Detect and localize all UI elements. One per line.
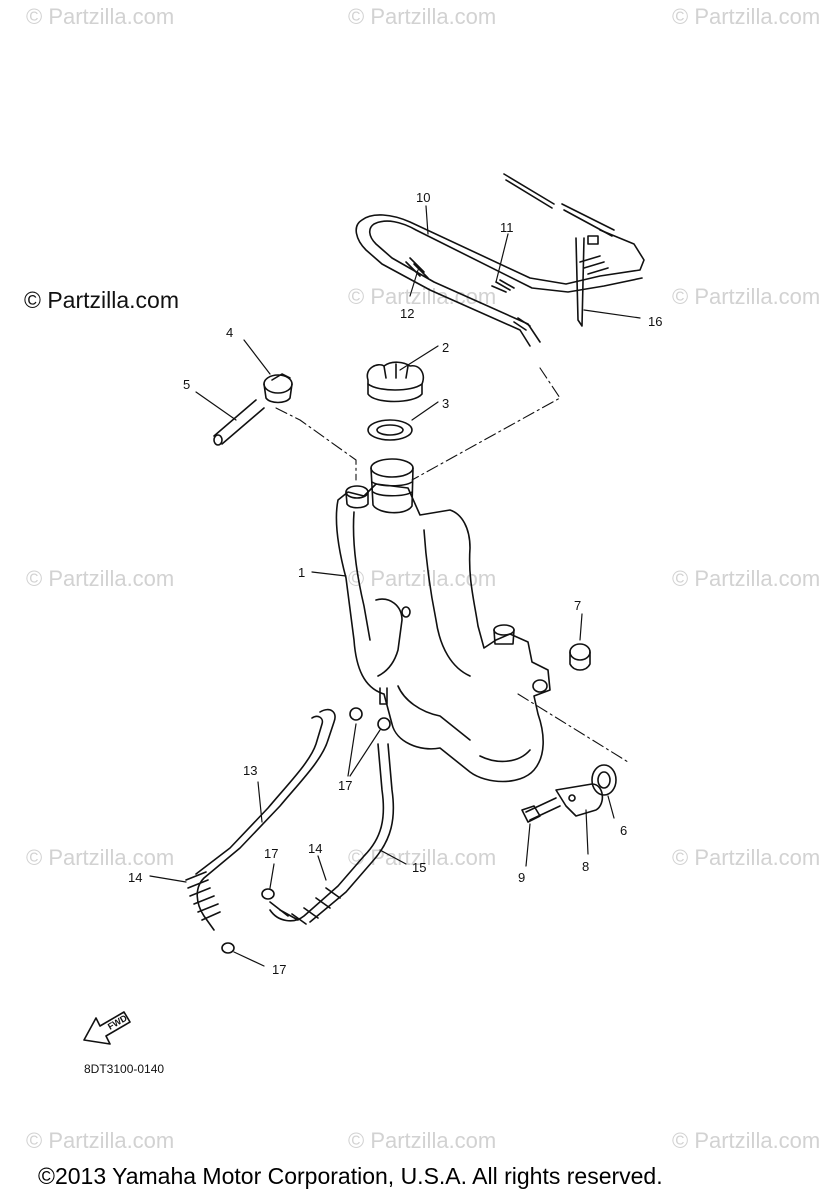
callout-7: 7: [574, 598, 581, 613]
callout-17: 17: [272, 962, 286, 977]
callout-8: 8: [582, 859, 589, 874]
partzilla-logo-text: © Partzilla.com: [24, 287, 179, 313]
copyright-notice: ©2013 Yamaha Motor Corporation, U.S.A. A…: [38, 1163, 663, 1189]
callout-6: 6: [620, 823, 627, 838]
callout-1: 1: [298, 565, 305, 580]
hose-15: [269, 743, 395, 925]
cap-gasket: [367, 419, 413, 441]
reservoir-cap: [366, 361, 425, 403]
callout-5: 5: [183, 377, 190, 392]
watermark: © Partzilla.com: [348, 845, 497, 870]
callout-17: 17: [264, 846, 278, 861]
breather-pipe: [575, 237, 585, 327]
short-pipe: [213, 399, 265, 446]
watermark: © Partzilla.com: [26, 1128, 175, 1153]
hose-clamps: [221, 707, 391, 954]
callout-15: 15: [412, 860, 426, 875]
callout-numbers: 1 2 3 4 5 6 7 8 9 10 11 12 13 14 14 15 1…: [128, 190, 662, 977]
callout-4: 4: [226, 325, 233, 340]
watermark: © Partzilla.com: [348, 4, 497, 29]
fwd-arrow-icon: [83, 1011, 131, 1045]
callout-17: 17: [338, 778, 352, 793]
callout-16: 16: [648, 314, 662, 329]
grommet: [569, 643, 591, 671]
watermark: © Partzilla.com: [26, 566, 175, 591]
breather-cap: [263, 373, 293, 404]
assembly-lines: [275, 367, 629, 763]
bolt: [521, 797, 561, 823]
hose-13: [185, 708, 336, 931]
callout-11: 11: [500, 220, 514, 235]
callout-9: 9: [518, 870, 525, 885]
callout-14: 14: [308, 841, 322, 856]
watermark: © Partzilla.com: [26, 4, 175, 29]
coolant-reservoir-tank: [335, 458, 551, 783]
bracket: [555, 783, 604, 817]
diagram-code: 8DT3100-0140: [84, 1062, 165, 1076]
callout-2: 2: [442, 340, 449, 355]
callout-12: 12: [400, 306, 414, 321]
callout-13: 13: [243, 763, 257, 778]
watermark: © Partzilla.com: [672, 845, 821, 870]
watermark: © Partzilla.com: [348, 284, 497, 309]
leader-lines: [149, 205, 641, 967]
watermark: © Partzilla.com: [672, 4, 821, 29]
watermark: © Partzilla.com: [348, 1128, 497, 1153]
watermark: © Partzilla.com: [672, 566, 821, 591]
watermark: © Partzilla.com: [672, 1128, 821, 1153]
callout-14: 14: [128, 870, 142, 885]
watermark: © Partzilla.com: [26, 845, 175, 870]
overflow-hose-assembly: [355, 173, 645, 347]
callout-3: 3: [442, 396, 449, 411]
callout-10: 10: [416, 190, 430, 205]
rubber-damper: [591, 764, 617, 796]
watermark: © Partzilla.com: [672, 284, 821, 309]
